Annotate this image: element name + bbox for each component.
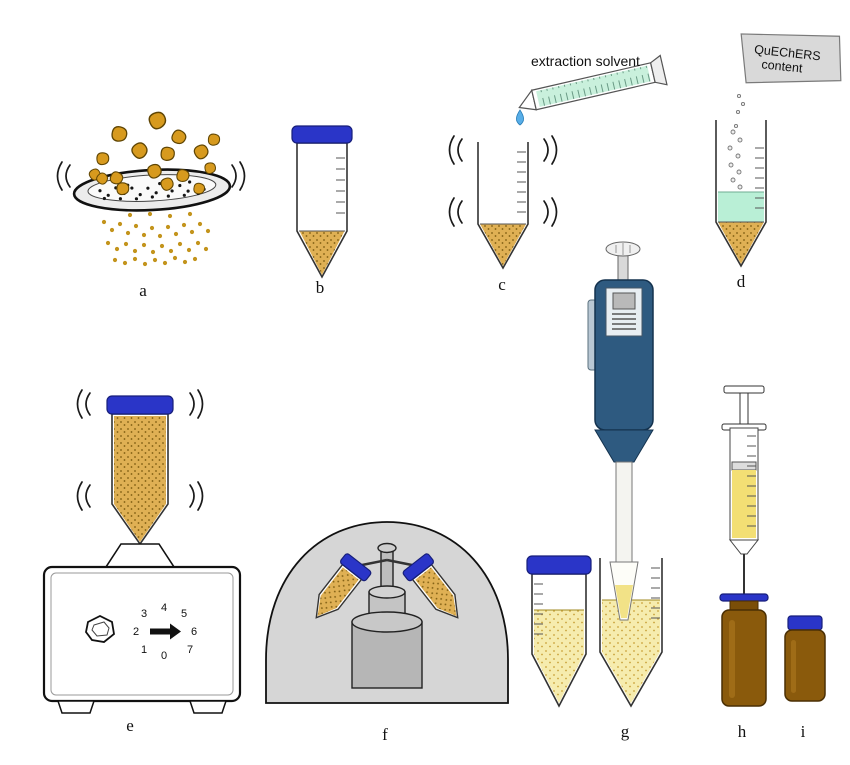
step-label-d: d [737, 272, 746, 291]
pipette-taper [594, 429, 654, 463]
dial-number-7: 7 [187, 644, 193, 656]
step-label-g: g [621, 722, 630, 741]
panel-b-tube: b [291, 125, 353, 297]
tip-liquid [615, 585, 633, 618]
vial-septum-cap [719, 593, 769, 602]
amber-vial-icon [721, 600, 767, 707]
dial-number-5: 5 [181, 608, 187, 620]
panel-g-pipetting: g [526, 241, 663, 741]
dial-number-2: 2 [133, 626, 139, 638]
plunger-handle [723, 385, 765, 394]
panel-c-solvent: extraction solvent c [448, 53, 668, 294]
graduations [651, 567, 660, 619]
plunger-rod [739, 392, 749, 428]
dial-pointer-icon [150, 623, 181, 640]
packet-label-line1: QuEChERS [754, 42, 822, 63]
dial-number-6: 6 [191, 626, 197, 638]
graduations [755, 147, 764, 209]
panel-d-quechers: QuEChERS content d [715, 33, 842, 291]
panel-e-vortex: 4 3 5 2 6 1 0 7 e [42, 389, 242, 735]
sample-cone [299, 231, 345, 275]
measuring-cylinder-icon [518, 54, 668, 111]
step-label-h: h [738, 722, 747, 741]
step-label-i: i [801, 722, 806, 741]
sample-cone [718, 222, 764, 264]
graduations [336, 157, 345, 214]
sample-fill [114, 416, 166, 542]
tube-cap [291, 125, 353, 144]
dial-number-3: 3 [141, 608, 147, 620]
power-knob-icon [85, 614, 115, 643]
sample-cone [480, 224, 526, 266]
piston [612, 292, 636, 310]
dial-number-4: 4 [161, 602, 167, 614]
dial-number-0: 0 [161, 650, 167, 662]
mixer-foot-left [56, 700, 96, 714]
step-label-b: b [316, 278, 325, 297]
annotation-extraction-solvent: extraction solvent [531, 53, 640, 69]
step-label-c: c [498, 275, 506, 294]
graduations [517, 151, 526, 213]
syringe-icon [721, 385, 767, 594]
barrel-taper [728, 539, 760, 555]
pipette-shaft [615, 461, 633, 563]
tube-left-liquid [534, 610, 584, 703]
step-label-f: f [382, 725, 388, 744]
panel-f-centrifuge: f [265, 521, 509, 744]
tube-left-cap [526, 555, 592, 575]
panel-i-final-vial: i [784, 615, 826, 741]
mixer-foot-right [188, 700, 228, 714]
panel-a-sieving: a [56, 110, 246, 300]
packet-label-line2: content [761, 57, 804, 75]
graduations [747, 435, 756, 527]
rotor-body [351, 585, 423, 689]
vial-cap [787, 615, 823, 631]
quechers-packet-icon: QuEChERS content [740, 33, 842, 84]
syringe-liquid [732, 470, 756, 538]
step-label-e: e [126, 716, 134, 735]
step-label-a: a [139, 281, 147, 300]
tube-holder-cup [104, 543, 176, 568]
dial-number-1: 1 [141, 644, 147, 656]
solvent-layer [718, 192, 764, 222]
speed-dial-icon: 4 3 5 2 6 1 0 7 [133, 602, 197, 662]
falling-grains-icon [101, 211, 211, 267]
tube-right-liquid [602, 600, 660, 703]
falling-salts-icon [727, 93, 746, 190]
graduations [534, 583, 543, 635]
tube-cap [106, 395, 174, 415]
micropipette-icon [587, 241, 654, 621]
solvent-droplet-icon [516, 109, 524, 126]
mixer-body [42, 565, 242, 703]
plunger-stem [617, 254, 629, 284]
panel-h-syringe-vial: h [719, 385, 769, 741]
vial-body [721, 609, 767, 707]
